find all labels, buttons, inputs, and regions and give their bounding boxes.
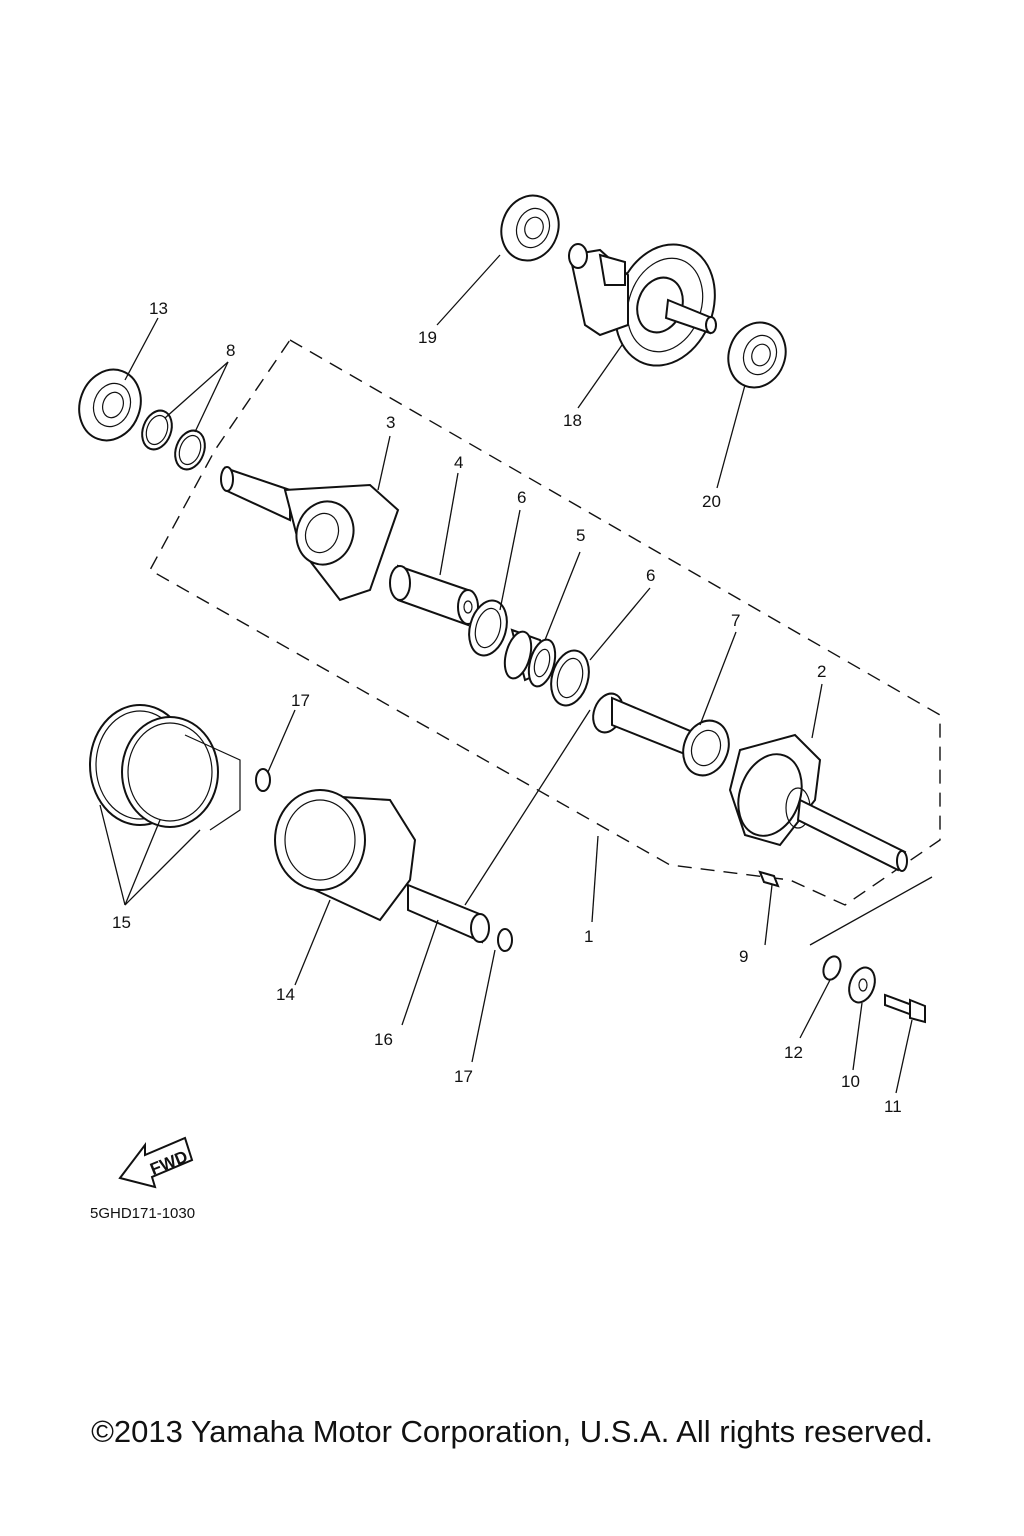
callout-17-upper: 17 xyxy=(291,691,310,710)
callout-1: 1 xyxy=(584,927,593,946)
callout-18: 18 xyxy=(563,411,582,430)
crank-pin-4 xyxy=(389,564,479,627)
callout-20: 20 xyxy=(702,492,721,511)
bearing-13 xyxy=(78,368,142,442)
callout-13: 13 xyxy=(149,299,168,318)
callout-9: 9 xyxy=(739,947,748,966)
washer-10 xyxy=(848,966,876,1004)
woodruff-key-9 xyxy=(758,870,780,888)
callout-15: 15 xyxy=(112,913,131,932)
callout-7: 7 xyxy=(731,611,740,630)
callout-11: 11 xyxy=(884,1097,902,1116)
piston-rings-15 xyxy=(89,704,241,831)
callout-5: 5 xyxy=(576,526,585,545)
connecting-rod-7 xyxy=(592,692,730,777)
callout-16: 16 xyxy=(374,1030,393,1049)
leader-lines xyxy=(99,254,933,1094)
shim-8 xyxy=(141,409,206,471)
washer-6-upper xyxy=(468,599,508,657)
callout-3: 3 xyxy=(386,413,395,432)
callout-6-upper: 6 xyxy=(517,488,526,507)
washer-6-lower xyxy=(550,649,590,707)
balancer-shaft-18 xyxy=(568,243,717,367)
diagram-part-code: 5GHD171-1030 xyxy=(90,1205,196,1222)
callout-2: 2 xyxy=(817,662,826,681)
circlip-17-upper xyxy=(255,768,271,792)
bearing-19 xyxy=(500,194,560,262)
bearing-20 xyxy=(727,321,787,389)
fwd-arrow-icon: FWD xyxy=(118,1136,194,1189)
crank-left-3 xyxy=(220,466,400,602)
circlip-17-lower xyxy=(497,928,513,952)
callout-19: 19 xyxy=(418,328,437,347)
callout-8: 8 xyxy=(226,341,235,360)
callout-6-lower: 6 xyxy=(646,566,655,585)
bolt-11 xyxy=(884,993,926,1024)
callout-14: 14 xyxy=(276,985,295,1004)
needle-bearing-5 xyxy=(503,628,557,688)
copyright-notice: ©2013 Yamaha Motor Corporation, U.S.A. A… xyxy=(91,1414,933,1449)
o-ring-12 xyxy=(822,955,842,981)
assembly-boundary xyxy=(149,339,941,906)
callout-12: 12 xyxy=(784,1043,803,1062)
piston-pin-16 xyxy=(407,883,490,944)
callout-17-lower: 17 xyxy=(454,1067,473,1086)
crank-right-2 xyxy=(728,733,908,872)
piston-14 xyxy=(274,789,417,922)
callout-10: 10 xyxy=(841,1072,860,1091)
callout-4: 4 xyxy=(454,453,463,472)
